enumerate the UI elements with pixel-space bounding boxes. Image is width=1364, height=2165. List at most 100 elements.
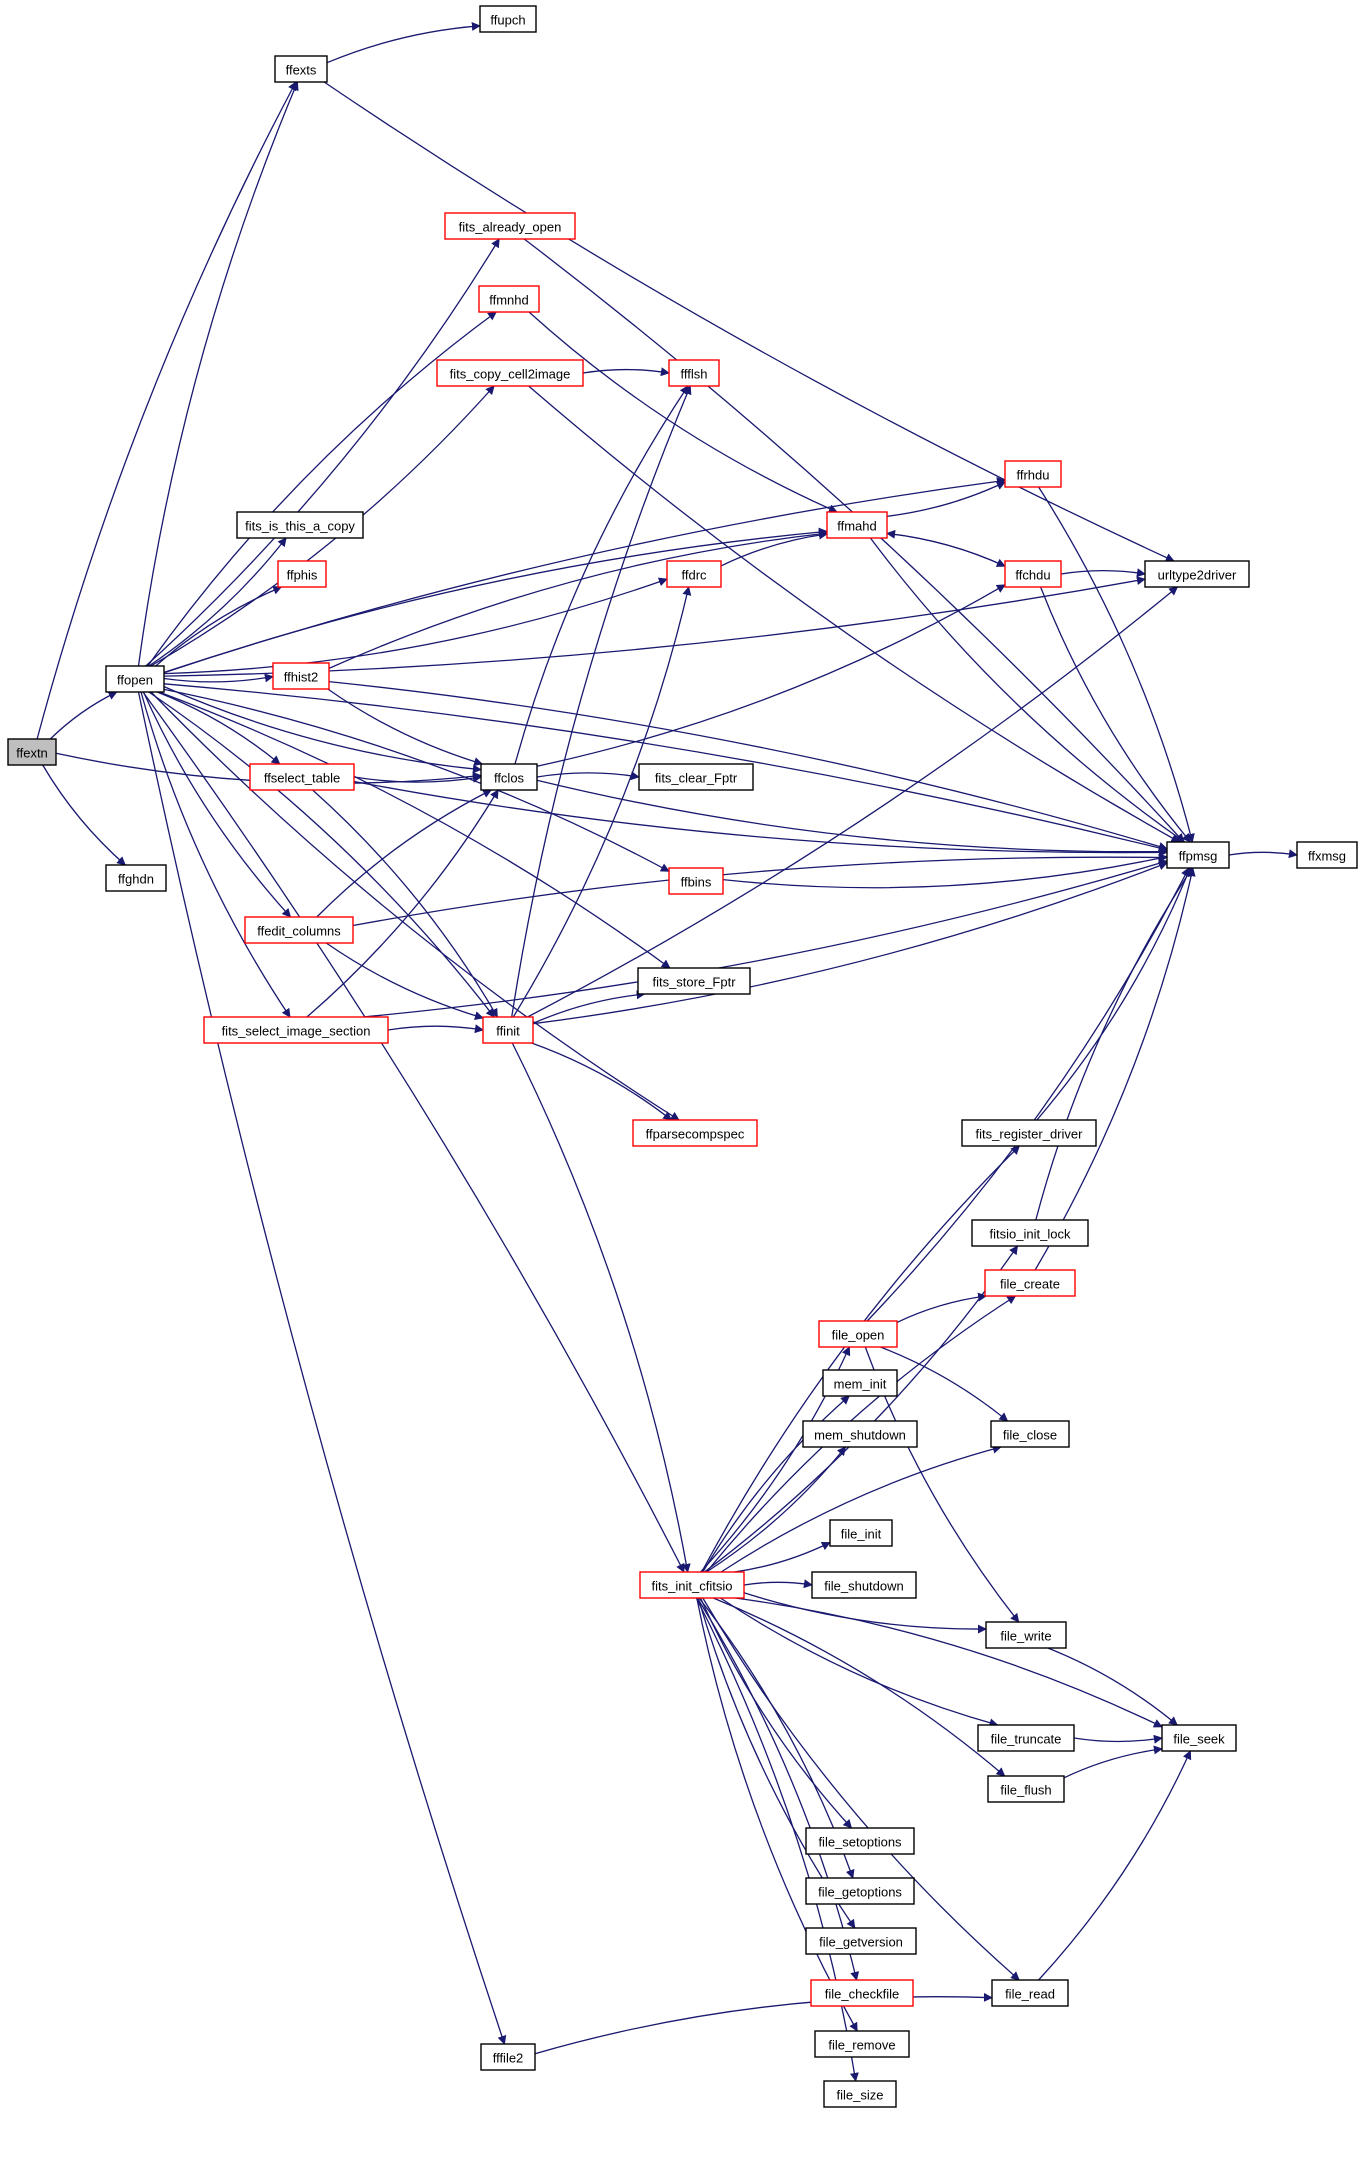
node-file-shutdown[interactable]: file_shutdown [811,1571,917,1599]
edge-fits_init_cfitsio-to-mem_shutdown [706,1446,847,1573]
node-ffupch[interactable]: ffupch [479,5,537,33]
node-ffghdn[interactable]: ffghdn [105,864,167,892]
node-fits-is-this-a-copy[interactable]: fits_is_this_a_copy [236,511,364,539]
node-label: ffupch [490,13,525,28]
node-label: ffexts [286,63,317,78]
node-file-truncate[interactable]: file_truncate [977,1724,1075,1752]
node-label: mem_shutdown [814,1428,906,1443]
node-urltype2driver[interactable]: urltype2driver [1144,560,1250,588]
node-fits-copy-cell2image[interactable]: fits_copy_cell2image [436,359,584,387]
node-box [991,1979,1069,2007]
edge-ffmnhd-to-ffmahd [528,311,838,513]
node-box [987,1775,1065,1803]
node-label: mem_init [834,1377,887,1392]
node-mem-init[interactable]: mem_init [822,1369,898,1397]
node-ffrhdu[interactable]: ffrhdu [1004,460,1062,488]
node-fffile2[interactable]: fffile2 [480,2043,536,2071]
edge-ffedit_columns-to-ffclos [316,789,493,918]
edge-file_create-to-ffpmsg [1034,867,1196,1271]
node-box [805,1927,917,1955]
node-box [105,665,165,693]
edge-fits_select_image_section-to-ffpmsg [362,858,1168,1018]
edge-ffopen-to-ffdrc [163,577,668,675]
node-file-size[interactable]: file_size [823,2080,897,2108]
node-label: ffchdu [1015,568,1050,583]
node-file-close[interactable]: file_close [990,1420,1070,1448]
node-label: ffbins [681,875,712,890]
node-box [977,1724,1075,1752]
edge-ffdrc-to-ffmahd [720,530,828,567]
node-ffinit[interactable]: ffinit [482,1016,534,1044]
node-box [1161,1724,1237,1752]
edge-fits_init_cfitsio-to-file_checkfile [696,1597,860,1981]
node-ffselect-table[interactable]: ffselect_table [249,763,355,791]
node-ffhist2[interactable]: ffhist2 [272,662,330,690]
node-label: file_create [1000,1277,1060,1292]
node-file-create[interactable]: file_create [984,1269,1076,1297]
node-label: ffmnhd [489,293,529,308]
node-ffextn[interactable]: ffextn [7,738,57,766]
node-file-setoptions[interactable]: file_setoptions [805,1827,915,1855]
node-box [482,1016,534,1044]
node-label: fits_is_this_a_copy [245,519,355,534]
edge-ffinit-to-ffdrc [512,586,692,1018]
node-file-getversion[interactable]: file_getversion [805,1927,917,1955]
node-ffbins[interactable]: ffbins [668,867,724,895]
node-box [666,560,722,588]
edge-ffopen-to-ffbins [163,688,670,872]
node-fitsio-init-lock[interactable]: fitsio_init_lock [971,1219,1089,1247]
node-ffflsh[interactable]: ffflsh [668,359,720,387]
node-label: file_open [832,1328,885,1343]
node-fits-register-driver[interactable]: fits_register_driver [961,1119,1097,1147]
node-ffdrc[interactable]: ffdrc [666,560,722,588]
node-fits-select-image-section[interactable]: fits_select_image_section [203,1016,389,1044]
node-file-flush[interactable]: file_flush [987,1775,1065,1803]
node-label: ffinit [496,1024,520,1039]
edge-ffopen-to-fits_is_this_a_copy [148,537,287,667]
node-fits-already-open[interactable]: fits_already_open [444,212,576,240]
edge-ffopen-to-ffpmsg [163,683,1168,853]
node-file-init[interactable]: file_init [829,1519,893,1547]
node-label: ffextn [16,746,48,761]
node-file-seek[interactable]: file_seek [1161,1724,1237,1752]
node-file-open[interactable]: file_open [818,1320,898,1348]
node-label: file_size [837,2088,884,2103]
node-box [829,1519,893,1547]
node-ffpmsg[interactable]: ffpmsg [1166,841,1230,869]
node-box [985,1621,1067,1649]
node-file-getoptions[interactable]: file_getoptions [805,1877,915,1905]
edge-fits_copy_cell2image-to-ffpmsg [528,385,1181,843]
node-ffphis[interactable]: ffphis [277,560,327,588]
node-ffmnhd[interactable]: ffmnhd [478,285,540,313]
edge-ffmahd-to-ffpmsg [869,537,1186,843]
edge-fits_init_cfitsio-to-file_size [695,1597,859,2082]
node-mem-shutdown[interactable]: mem_shutdown [802,1420,918,1448]
node-label: ffselect_table [264,771,340,786]
node-file-remove[interactable]: file_remove [814,2030,910,2058]
node-file-read[interactable]: file_read [991,1979,1069,2007]
node-box [1296,841,1358,869]
node-ffparsecompspec[interactable]: ffparsecompspec [632,1119,758,1147]
node-ffopen[interactable]: ffopen [105,665,165,693]
node-file-write[interactable]: file_write [985,1621,1067,1649]
edge-ffbins-to-ffpmsg [722,853,1168,889]
node-file-checkfile[interactable]: file_checkfile [810,1979,914,2007]
edge-ffopen-to-ffrhdu [163,477,1006,674]
node-ffclos[interactable]: ffclos [480,763,538,791]
node-box [1166,841,1230,869]
node-box [823,2080,897,2108]
node-ffmahd[interactable]: ffmahd [826,511,888,539]
node-ffexts[interactable]: ffexts [274,55,328,83]
edge-file_open-to-file_close [880,1346,1009,1422]
node-fits-store-Fptr[interactable]: fits_store_Fptr [637,967,751,995]
edge-ffopen-to-ffhist2 [163,673,274,683]
node-fits-init-cfitsio[interactable]: fits_init_cfitsio [639,1571,745,1599]
edge-ffhist2-to-ffclos [327,688,484,766]
node-box [236,511,364,539]
edge-file_open-to-file_create [896,1292,988,1323]
node-ffchdu[interactable]: ffchdu [1004,560,1062,588]
node-fits-clear-Fptr[interactable]: fits_clear_Fptr [638,763,754,791]
node-ffxmsg[interactable]: ffxmsg [1296,841,1358,869]
node-ffedit-columns[interactable]: ffedit_columns [244,916,354,944]
edge-fits_init_cfitsio-to-file_close [720,1444,1002,1573]
